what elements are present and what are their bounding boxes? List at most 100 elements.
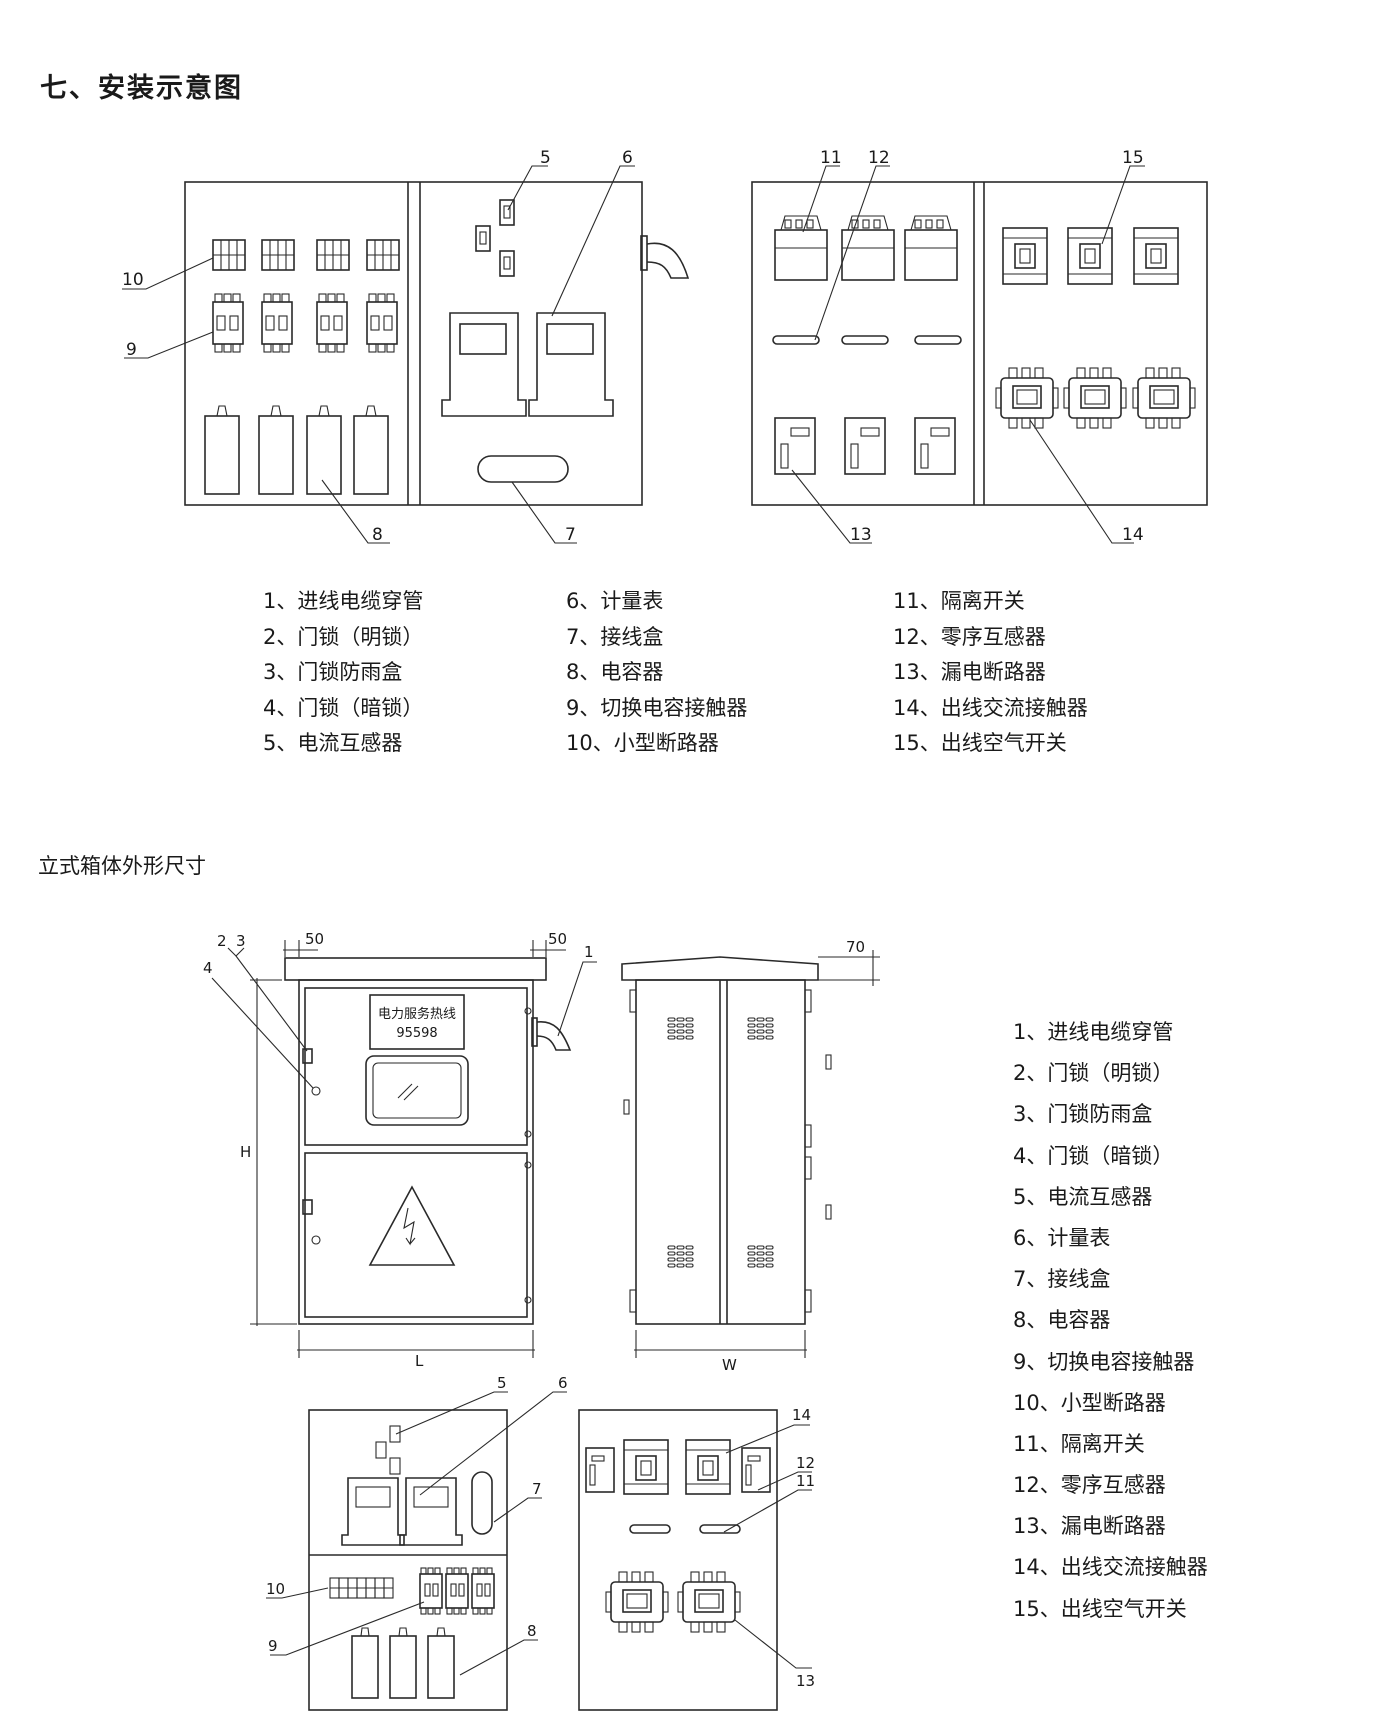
legend-item: 12、零序互感器 xyxy=(893,624,1046,649)
legend-item: 9、切换电容接触器 xyxy=(566,695,748,720)
front-view: 电力服务热线 95598 xyxy=(284,957,572,1325)
legend-item: 14、出线交流接触器 xyxy=(893,695,1088,720)
callout-8-bottom: 8 xyxy=(527,1622,537,1640)
outgoing-air-switch xyxy=(1133,227,1179,285)
bottom-air-switch xyxy=(623,1439,669,1495)
callout-13: 13 xyxy=(850,525,872,545)
outgoing-air-switch xyxy=(1002,227,1048,285)
dim-length: L xyxy=(415,1352,424,1370)
zero-sequence-ct xyxy=(841,335,889,345)
bottom-breaker-strip xyxy=(329,1577,394,1599)
top-leader-lines xyxy=(122,165,1145,544)
bottom-capacitor xyxy=(389,1627,417,1699)
callout-5: 5 xyxy=(540,148,551,168)
capacitor xyxy=(306,405,342,495)
section-subtitle: 立式箱体外形尺寸 xyxy=(38,854,206,878)
capacitor-contactor xyxy=(261,293,293,353)
miniature-breaker xyxy=(261,239,295,271)
callout-9: 9 xyxy=(126,340,137,360)
legend-item: 2、门锁（明锁） xyxy=(1013,1061,1174,1086)
legend-item: 15、出线空气开关 xyxy=(893,731,1067,755)
dim-top-right: 50 xyxy=(548,930,567,948)
bottom-air-switch xyxy=(685,1439,731,1495)
isolation-switch xyxy=(904,215,958,281)
dimension-lines xyxy=(250,940,880,1358)
bottom-leader-lines xyxy=(266,1391,812,1676)
legend-item: 14、出线交流接触器 xyxy=(1013,1555,1208,1580)
bottom-contactor xyxy=(471,1567,495,1615)
zero-sequence-ct xyxy=(914,335,962,345)
bottom-air-switches xyxy=(623,1439,731,1495)
legend-item: 10、小型断路器 xyxy=(566,731,719,755)
front-callout-labels: 2 3 4 1 xyxy=(203,932,594,977)
bottom-left-panel xyxy=(308,1409,508,1711)
zero-sequence-ct xyxy=(772,335,820,345)
legend-item: 3、门锁防雨盒 xyxy=(1013,1102,1153,1127)
legend-item: 12、零序互感器 xyxy=(1013,1473,1166,1498)
meter-left xyxy=(441,312,527,417)
cable-conduit xyxy=(640,235,690,279)
legend-item: 1、进线电缆穿管 xyxy=(263,589,424,613)
callout-12: 12 xyxy=(868,148,890,168)
callout-11-bottom: 11 xyxy=(796,1472,815,1490)
outgoing-contactor xyxy=(1132,367,1196,429)
callout-7: 7 xyxy=(565,525,576,545)
callout-14: 14 xyxy=(1122,525,1144,545)
isolation-switch xyxy=(774,215,828,281)
legend-item: 15、出线空气开关 xyxy=(1013,1596,1187,1621)
callout-3: 3 xyxy=(236,932,246,950)
legend-item: 7、接线盒 xyxy=(566,624,664,649)
callout-10: 10 xyxy=(122,270,144,290)
warning-sign xyxy=(368,1185,456,1266)
capacitor-row xyxy=(204,405,389,495)
legend-item: 10、小型断路器 xyxy=(1013,1390,1166,1415)
miniature-breaker xyxy=(366,239,400,271)
callout-6: 6 xyxy=(622,148,633,168)
capacitor-contactor xyxy=(366,293,398,353)
legend-item: 5、电流互感器 xyxy=(1013,1184,1153,1209)
bottom-right-panel xyxy=(578,1409,778,1711)
callout-1: 1 xyxy=(584,943,594,961)
meter-right xyxy=(528,312,614,417)
miniature-breaker-row xyxy=(212,239,400,271)
callout-9-bottom: 9 xyxy=(268,1637,278,1655)
legend-item: 11、隔离开关 xyxy=(893,589,1025,613)
callout-10-bottom: 10 xyxy=(266,1580,285,1598)
callout-7-bottom: 7 xyxy=(532,1480,542,1498)
legend-item: 6、计量表 xyxy=(566,589,664,613)
miniature-breaker xyxy=(212,239,246,271)
vent xyxy=(667,1017,694,1040)
legend-item: 7、接线盒 xyxy=(1013,1267,1111,1292)
front-leader-lines xyxy=(211,947,597,1089)
bottom-contactor-output xyxy=(677,1571,741,1633)
bottom-contactor xyxy=(445,1567,469,1615)
isolation-switch xyxy=(841,215,895,281)
outgoing-contactor-row xyxy=(995,367,1196,429)
legend-item: 13、漏电断路器 xyxy=(1013,1514,1166,1539)
callout-11: 11 xyxy=(820,148,842,168)
dim-top-left: 50 xyxy=(305,930,324,948)
hotline-sign xyxy=(369,994,465,1050)
leakage-breaker-row xyxy=(774,417,956,475)
isolation-switch-row xyxy=(774,215,958,281)
callout-13-bottom: 13 xyxy=(796,1672,815,1690)
outgoing-contactor xyxy=(995,367,1059,429)
outgoing-contactor xyxy=(1063,367,1127,429)
bottom-capacitor xyxy=(351,1627,379,1699)
hotline-title: 电力服务热线 xyxy=(378,1006,456,1022)
callout-2: 2 xyxy=(217,932,227,950)
miniature-breaker xyxy=(316,239,350,271)
vent xyxy=(747,1017,774,1040)
side-vents xyxy=(667,1017,774,1268)
leakage-breaker xyxy=(914,417,956,475)
leakage-breaker xyxy=(844,417,886,475)
legend-item: 6、计量表 xyxy=(1013,1225,1111,1250)
top-left-cabinet xyxy=(184,181,690,506)
top-callout-labels: 5 6 10 9 8 7 11 12 15 13 14 xyxy=(122,148,1144,545)
junction-box xyxy=(477,455,569,483)
vent xyxy=(667,1245,694,1268)
